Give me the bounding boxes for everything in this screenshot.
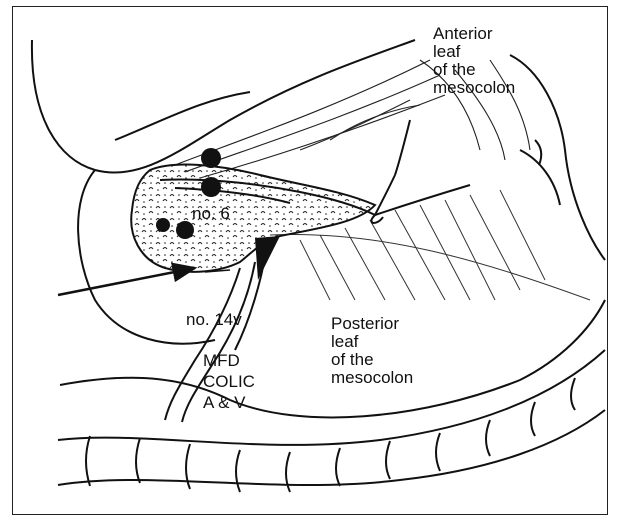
posterior-leaf-line: of the <box>331 351 413 369</box>
pointer-arrow-left <box>58 268 195 295</box>
node-6-text: no. 6 <box>192 204 230 223</box>
node-14v-label: no. 14v <box>186 311 242 329</box>
mfd-colic-label: MFD COLIC A & V <box>203 350 255 413</box>
lymph-node <box>176 221 194 239</box>
mfd-colic-line: A & V <box>203 392 255 413</box>
anterior-leaf-line: of the <box>433 61 515 79</box>
anterior-leaf-line: mesocolon <box>433 79 515 97</box>
node-14v-text: no. 14v <box>186 310 242 329</box>
mcv-root-wedge <box>255 236 280 280</box>
anterior-leaf-line: leaf <box>433 43 515 61</box>
posterior-leaf-line: leaf <box>331 333 413 351</box>
posterior-leaf-line: Posterior <box>331 315 413 333</box>
mfd-colic-line: COLIC <box>203 371 255 392</box>
lymph-node <box>201 148 221 168</box>
lymph-node <box>156 218 170 232</box>
anterior-leaf-label: Anterior leaf of the mesocolon <box>433 25 515 97</box>
mfd-colic-line: MFD <box>203 350 255 371</box>
posterior-leaf-line: mesocolon <box>331 369 413 387</box>
anterior-leaf-line: Anterior <box>433 25 515 43</box>
posterior-leaf-label: Posterior leaf of the mesocolon <box>331 315 413 387</box>
node-6-label: no. 6 <box>192 205 230 223</box>
lymph-node <box>201 177 221 197</box>
transverse-colon-right <box>510 55 605 260</box>
